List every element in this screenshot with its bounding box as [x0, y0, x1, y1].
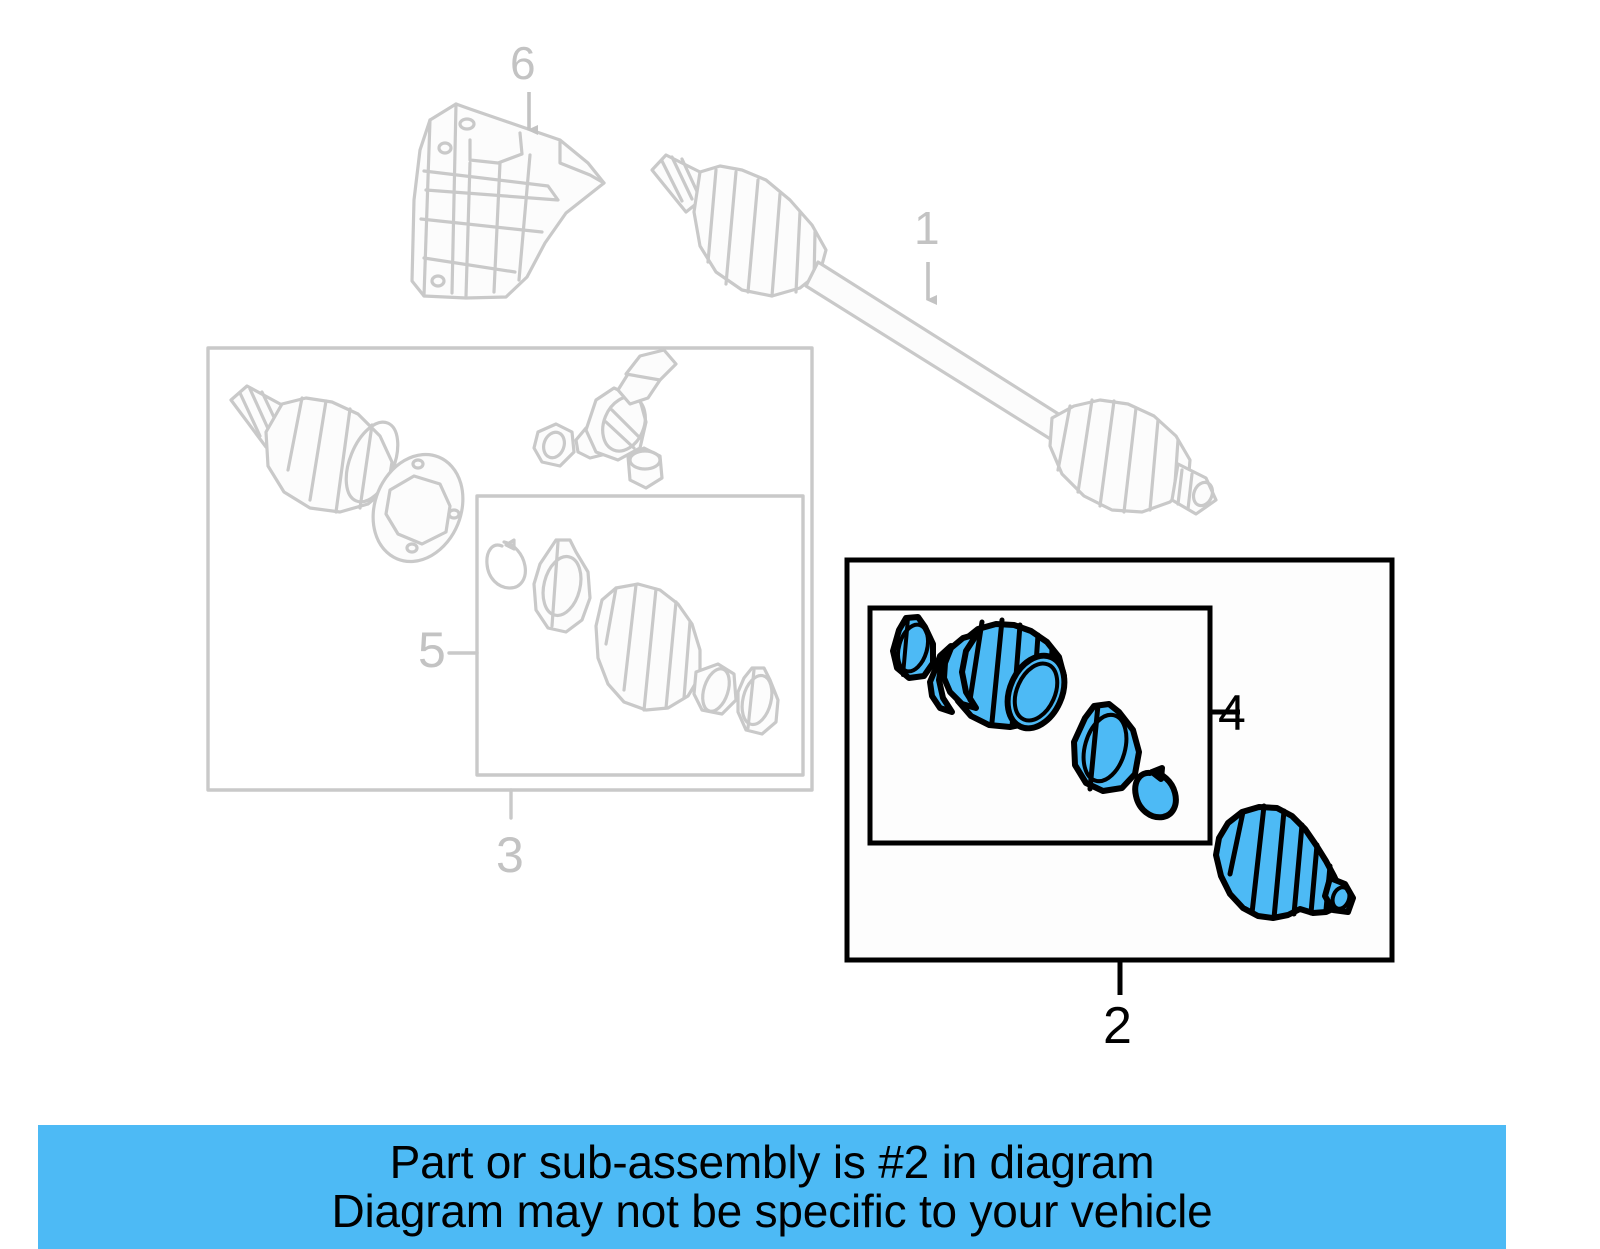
callout-label-5: 5 — [418, 622, 446, 678]
callout-label-2: 2 — [1103, 997, 1132, 1055]
banner-line-2: Diagram may not be specific to your vehi… — [331, 1185, 1213, 1237]
callout-label-6: 6 — [510, 37, 536, 89]
part-inner-boot-kit — [485, 538, 780, 736]
boot-clamp-large — [1071, 701, 1142, 794]
cv-boot-kit-parts — [890, 614, 1356, 921]
box-5-outline — [475, 494, 805, 777]
callout-label-4: 4 — [1218, 685, 1246, 741]
callout-label-1: 1 — [914, 202, 940, 254]
callout-label-3: 3 — [496, 827, 524, 883]
info-banner: Part or sub-assembly is #2 in diagram Di… — [38, 1125, 1506, 1249]
box-4-outline — [867, 605, 1213, 846]
part-axle-drive-shaft — [650, 153, 1218, 516]
part-heat-shield — [410, 102, 606, 300]
boot-clamp-small — [890, 614, 936, 681]
snap-ring — [1132, 765, 1179, 821]
part-cv-joint-assembly — [229, 348, 678, 564]
cv-boot-bellows — [927, 617, 1068, 732]
banner-line-1: Part or sub-assembly is #2 in diagram — [389, 1135, 1155, 1188]
assembled-cv-boot — [1213, 803, 1356, 921]
